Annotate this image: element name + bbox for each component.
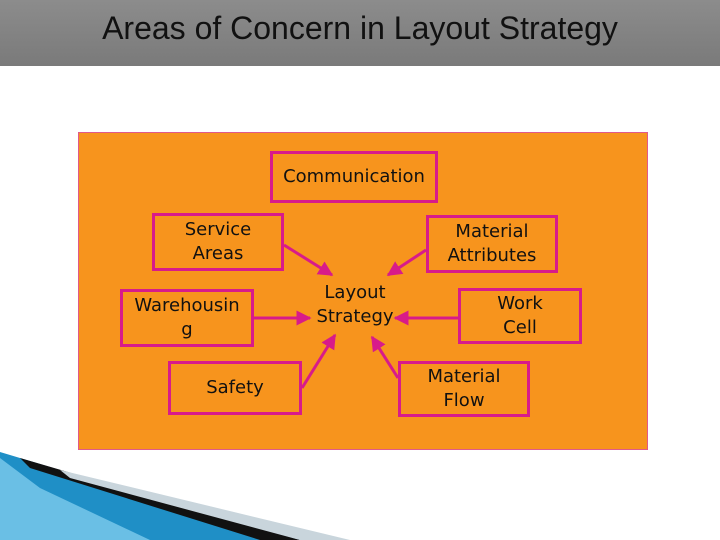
node-warehousing: Warehousin g [120, 289, 254, 347]
node-material-attributes: Material Attributes [426, 215, 558, 273]
arrow-service-areas [283, 243, 334, 277]
node-material-flow: Material Flow [398, 361, 530, 417]
slide-title: Areas of Concern in Layout Strategy [102, 10, 618, 46]
node-communication: Communication [270, 151, 438, 203]
node-work-cell: Work Cell [458, 288, 582, 344]
title-bar [0, 0, 720, 66]
arrow-safety [300, 333, 337, 389]
node-safety: Safety [168, 361, 302, 415]
node-service-areas: Service Areas [152, 213, 284, 271]
arrow-material-flow [370, 335, 400, 379]
arrow-material-attributes [386, 248, 427, 277]
node-layout-strategy: Layout Strategy [316, 282, 394, 327]
